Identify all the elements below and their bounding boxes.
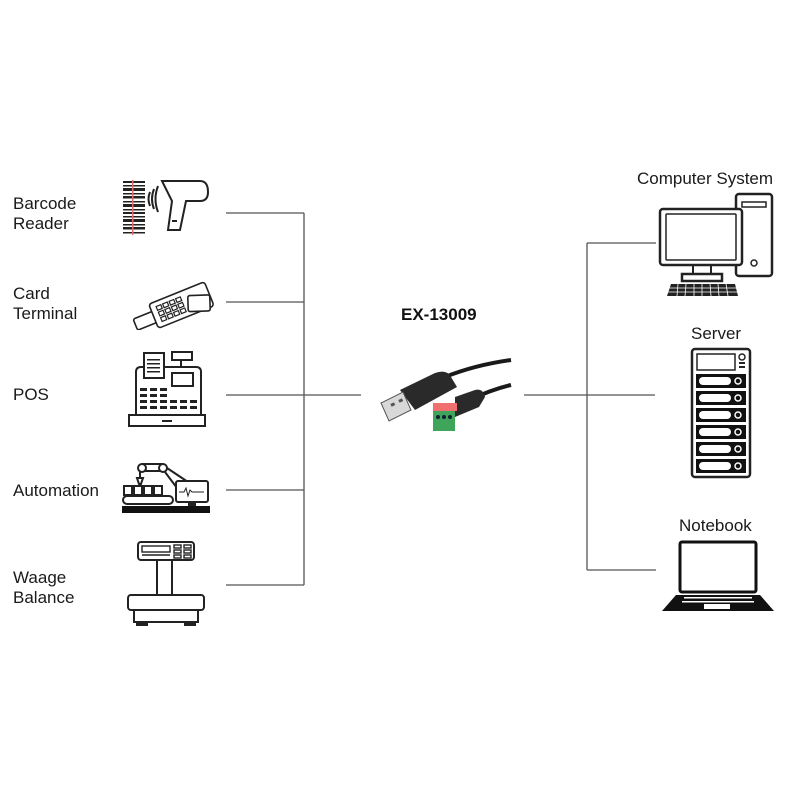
label-computer-system: Computer System: [637, 169, 774, 188]
label-line2: Terminal: [13, 304, 78, 323]
cash-register-icon: [128, 351, 206, 427]
label-line2: Balance: [13, 588, 75, 607]
label-line1: Waage: [13, 568, 67, 587]
robot-arm-conveyor-icon: [122, 463, 210, 513]
label-automation: Automation: [13, 481, 99, 500]
label-scale: Waage Balance: [13, 568, 74, 608]
label-line2: Reader: [13, 214, 69, 233]
barcode-scanner-icon: [123, 180, 210, 235]
label-line1: Barcode: [13, 194, 77, 213]
label-line1: Card: [13, 284, 50, 303]
label-server: Server: [691, 324, 742, 343]
product-model-title: EX-13009: [401, 305, 477, 324]
server-rack-icon: [690, 347, 752, 479]
label-card-terminal: Card Terminal: [13, 284, 77, 324]
card-terminal-icon: [132, 281, 214, 330]
desktop-computer-icon: [658, 192, 774, 297]
label-barcode-reader: Barcode Reader: [13, 194, 76, 234]
label-pos: POS: [13, 385, 49, 404]
laptop-icon: [662, 540, 774, 611]
usb-to-terminal-cable-icon: [380, 358, 512, 431]
weighing-scale-icon: [127, 541, 205, 626]
label-notebook: Notebook: [679, 516, 752, 535]
